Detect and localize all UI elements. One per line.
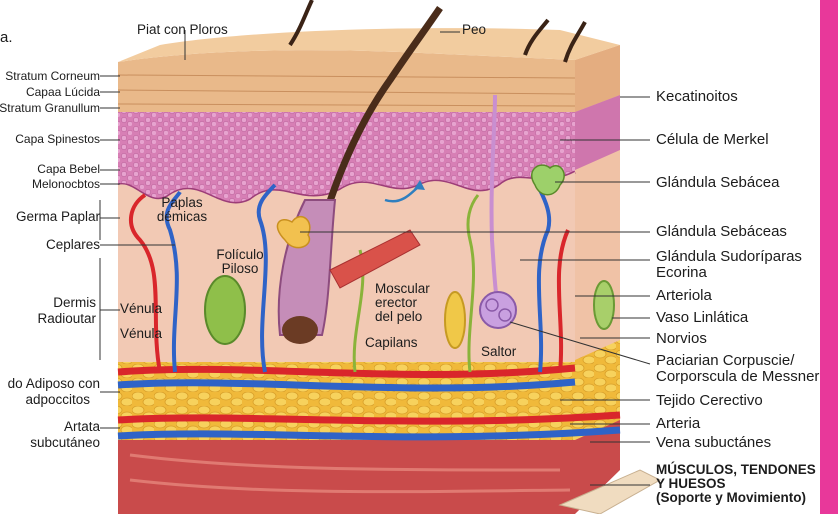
corner-fragment: a.	[0, 30, 13, 46]
label-norvios: Norvios	[656, 331, 707, 347]
label-venula-b: Vénula	[120, 327, 162, 341]
label-paciarian: Paciarian Corpuscie/Corporscula de Messn…	[656, 353, 819, 385]
label-germa-paplar: Germa Paplar	[16, 210, 100, 224]
label-merkel: Célula de Merkel	[656, 132, 769, 148]
label-piat: Piat con Ploros	[137, 23, 228, 37]
label-saltor: Saltor	[481, 345, 516, 359]
label-peo: Peo	[462, 23, 486, 37]
label-dermis-1: Dermis	[53, 296, 96, 310]
label-stratum-granulum: Stratum Granullum	[0, 102, 100, 115]
label-sebaceas: Glándula Sebáceas	[656, 224, 787, 240]
label-stratum-corneum: Stratum Corneum	[5, 70, 100, 83]
label-capa-lucida: Capaa Lúcida	[26, 86, 100, 99]
epidermis-layer	[118, 50, 575, 112]
green-gland	[205, 276, 245, 344]
label-arteria: Arteria	[656, 416, 700, 432]
label-sebacea: Glándula Sebácea	[656, 175, 779, 191]
label-artata-1: Artata	[64, 420, 100, 434]
accent-bar	[820, 0, 838, 514]
label-ceplares: Ceplares	[46, 238, 100, 252]
label-melonocbtos: Melonocbtos	[32, 178, 100, 191]
label-dermis-2: Radioutar	[37, 312, 96, 326]
label-vena: Vena subuctánes	[656, 435, 771, 451]
label-artata-2: subcutáneo	[30, 436, 100, 450]
label-adiposo-1: do Adiposo con	[8, 377, 100, 391]
hair-bulb	[282, 316, 318, 344]
label-kecatinoitos: Kecatinoitos	[656, 89, 738, 105]
label-venula-a: Vénula	[120, 302, 162, 316]
label-capa-spinestos: Capa Spinestos	[15, 133, 100, 146]
label-adiposo-2: adpoccitos	[25, 393, 90, 407]
label-tejido: Tejido Cerectivo	[656, 393, 763, 409]
label-vaso: Vaso Linlática	[656, 310, 748, 326]
label-capilans: Capilans	[365, 336, 418, 350]
label-arteriola: Arteriola	[656, 288, 712, 304]
label-capa-bebel: Capa Bebel	[37, 163, 100, 176]
